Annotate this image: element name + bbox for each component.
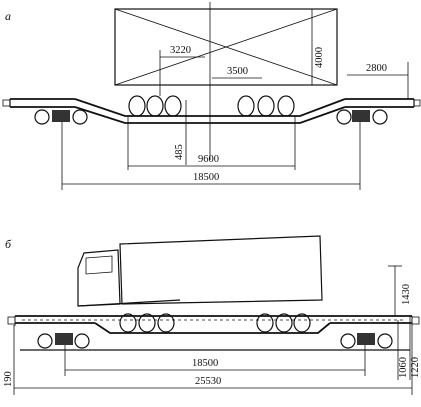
cargo-wheels [128,95,295,117]
dimensions-b: 1430 1060 1220 190 18500 25530 [3,265,421,395]
bogies-a [34,109,388,125]
dim-1430: 1430 [401,284,412,305]
bogies-b [20,333,410,351]
dim-3500: 3500 [227,66,248,77]
dim-1220: 1220 [410,357,421,378]
flatcar-frame [7,315,420,334]
diagram-a: а [2,2,421,190]
dim-25530: 25530 [195,376,221,387]
dim-18500-a: 18500 [193,172,219,183]
dim-9600: 9600 [198,154,219,165]
truck [77,235,323,333]
dim-190: 190 [3,371,14,387]
container-box [114,8,338,86]
dimensions-a: 3220 3500 4000 2800 485 9 [61,2,409,190]
dim-1060: 1060 [398,357,409,378]
dim-18500-b: 18500 [192,358,218,369]
dim-3220: 3220 [170,45,191,56]
diagram-b-label: б [5,237,12,251]
dim-2800: 2800 [366,63,387,74]
diagram-a-label: а [5,9,11,23]
diagram-b: б [3,235,421,395]
dim-4000: 4000 [314,47,325,68]
railcar-frame [2,98,421,124]
dim-485: 485 [174,144,185,160]
